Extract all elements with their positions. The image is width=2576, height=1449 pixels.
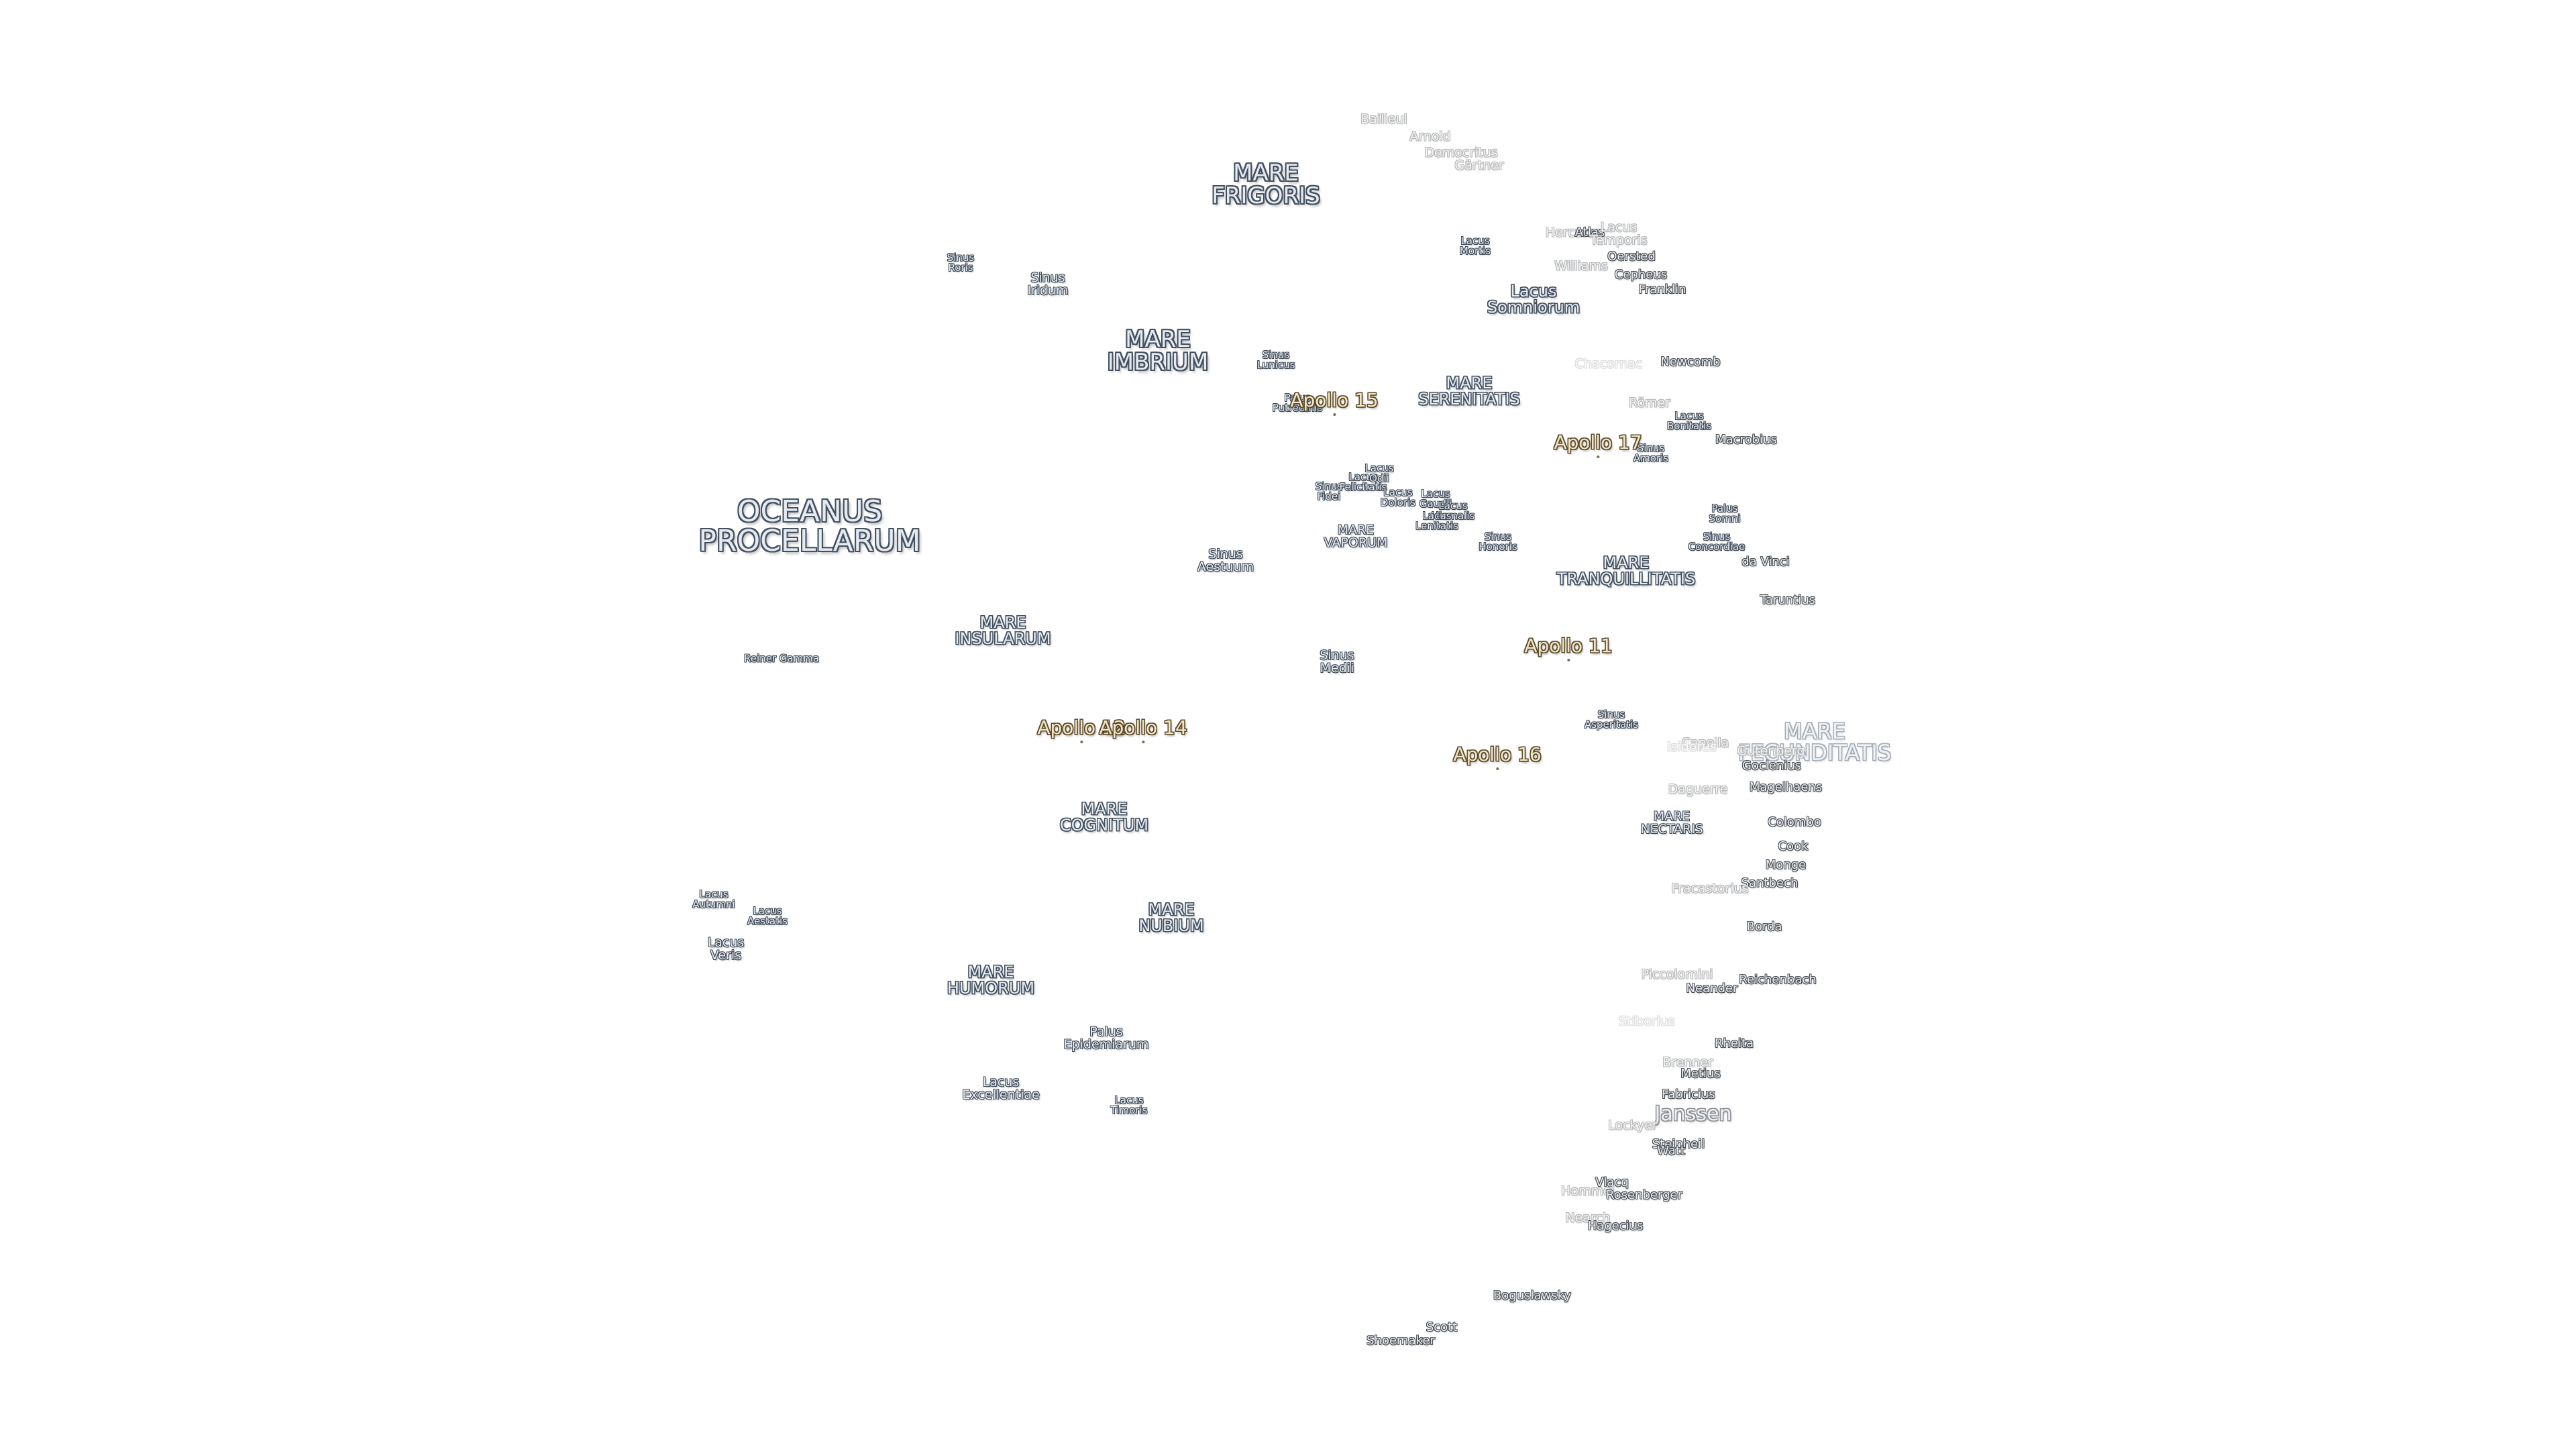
- label-crater-reichenbach: Reichenbach: [1739, 973, 1817, 987]
- label-crater-piccolomini: Piccolomini: [1641, 967, 1713, 982]
- label-crater-gartner: Gärtner: [1454, 158, 1504, 173]
- label-mare-humorum: MARE HUMORUM: [947, 963, 1035, 998]
- label-oceanus-procellarum: OCEANUS PROCELLARUM: [698, 494, 921, 558]
- label-palus-epidemiarum: Palus Epidemiarum: [1063, 1024, 1149, 1052]
- label-crater-chacornac: Chacornac: [1574, 356, 1643, 372]
- label-mare-nubium: MARE NUBIUM: [1138, 900, 1204, 935]
- label-crater-watt: Watt: [1657, 1144, 1685, 1158]
- label-sinus-iridum: Sinus Iridum: [1027, 270, 1069, 298]
- label-crater-stiborius: Stiborius: [1619, 1014, 1675, 1029]
- label-reiner-gamma: Reiner Gamma: [743, 652, 820, 665]
- label-lacus-hiemalis: Lacus Hiemalis: [1431, 500, 1475, 522]
- label-crater-macrobius: Macrobius: [1715, 433, 1777, 447]
- label-lacus-doloris: Lacus Doloris: [1380, 486, 1416, 508]
- label-lacus-lenitatis: Lacus Lenitatis: [1415, 510, 1458, 532]
- label-lacus-autumni: Lacus Autumni: [692, 888, 735, 910]
- label-crater-hercules: Hercules: [1545, 225, 1601, 240]
- label-apollo-16: Apollo 16: [1453, 743, 1542, 770]
- label-sinus-concordiae: Sinus Concordiae: [1688, 531, 1746, 553]
- label-crater-rheita: Rheita: [1714, 1036, 1754, 1051]
- label-lacus-somniorum: Lacus Somniorum: [1487, 282, 1580, 317]
- label-sinus-amoris: Sinus Amoris: [1633, 442, 1669, 464]
- label-sinus-fidei: Sinus Fidei: [1315, 480, 1343, 502]
- label-apollo-17: Apollo 17: [1554, 431, 1642, 458]
- label-mare-cognitum: MARE COGNITUM: [1059, 800, 1149, 835]
- label-crater-fabricius: Fabricius: [1662, 1087, 1715, 1102]
- label-crater-brenner: Brenner: [1662, 1055, 1713, 1070]
- label-crater-neander: Neander: [1686, 981, 1738, 996]
- label-sinus-aestuum: Sinus Aestuum: [1197, 547, 1254, 574]
- label-crater-capella: Capella: [1681, 735, 1729, 751]
- label-crater-cepheus: Cepheus: [1614, 268, 1668, 282]
- label-lacus-excellentiae: Lacus Excellentiae: [962, 1075, 1040, 1102]
- label-crater-romer: Römer: [1629, 395, 1670, 411]
- label-crater-gutenberg: Gutenberg: [1737, 743, 1805, 759]
- label-crater-scott: Scott: [1426, 1320, 1458, 1334]
- label-palus-somni: Palus Somni: [1709, 502, 1741, 525]
- label-mare-imbrium: MARE IMBRIUM: [1107, 326, 1209, 376]
- label-crater-steinheil: Steinheil: [1652, 1137, 1705, 1151]
- label-mare-frigoris: MARE FRIGORIS: [1212, 160, 1320, 209]
- label-crater-monge: Monge: [1765, 858, 1807, 872]
- label-crater-boguslawsky: Boguslawsky: [1493, 1289, 1572, 1303]
- label-crater-atlas: Atlas: [1574, 225, 1605, 239]
- label-lacus-temporis: Lacus Temporis: [1590, 220, 1648, 248]
- label-mare-nectaris: MARE NECTARIS: [1640, 809, 1703, 837]
- label-lacus-mortis: Lacus Mortis: [1459, 235, 1491, 257]
- label-crater-newcomb: Newcomb: [1660, 355, 1721, 369]
- label-apollo-14: Apollo 14: [1099, 716, 1187, 743]
- label-crater-arnold: Arnold: [1409, 129, 1451, 144]
- label-sinus-medii: Sinus Medii: [1320, 648, 1354, 676]
- label-crater-bailleul: Bailleul: [1360, 111, 1407, 127]
- label-lacus-veris: Lacus Veris: [707, 935, 745, 963]
- label-mare-serenitatis: MARE SERENITATIS: [1418, 374, 1520, 409]
- label-apollo-11: Apollo 11: [1524, 635, 1613, 661]
- label-crater-da-vinci: da Vinci: [1741, 555, 1790, 569]
- label-crater-lockyer: Lockyer: [1608, 1118, 1658, 1133]
- label-mare-vaporum: MARE VAPORUM: [1324, 523, 1388, 550]
- label-crater-oersted: Oersted: [1607, 250, 1656, 264]
- label-crater-rosenberger: Rosenberger: [1605, 1188, 1683, 1202]
- label-crater-goclenius: Goclenius: [1741, 759, 1802, 773]
- label-crater-shoemaker: Shoemaker: [1366, 1334, 1435, 1348]
- label-crater-janssen: Janssen: [1654, 1102, 1732, 1126]
- label-mare-fecunditatis: MARE FECUNDITATIS: [1737, 718, 1892, 765]
- label-lacus-bonitatis: Lacus Bonitatis: [1666, 410, 1712, 432]
- label-crater-taruntius: Taruntius: [1760, 593, 1816, 607]
- label-apollo-12: Apollo 12: [1037, 716, 1126, 743]
- label-sinus-roris: Sinus Roris: [947, 252, 975, 274]
- label-crater-vlacq: Vlacq: [1595, 1175, 1629, 1189]
- label-sinus-honoris: Sinus Honoris: [1479, 531, 1517, 553]
- label-crater-cook: Cook: [1778, 839, 1809, 853]
- label-crater-santbech: Santbech: [1741, 876, 1799, 890]
- label-crater-isidorus: Isidorus: [1666, 739, 1717, 755]
- label-lacus-odii: Lacus Odii: [1364, 462, 1394, 484]
- label-crater-hommel: Hommel: [1561, 1183, 1615, 1199]
- label-crater-borda: Borda: [1746, 920, 1782, 934]
- label-crater-daguerre: Daguerre: [1668, 782, 1728, 797]
- label-mare-insularum: MARE INSULARUM: [955, 613, 1051, 648]
- label-lacus-timoris: Lacus Timoris: [1110, 1094, 1148, 1116]
- label-lacus-gaudii: Lacus Gaudii: [1419, 488, 1452, 510]
- label-crater-nearch: Nearch: [1565, 1210, 1611, 1226]
- label-sinus-asperitatis: Sinus Asperitatis: [1584, 708, 1639, 731]
- label-palus-putredinis: Palus Putredinis: [1272, 392, 1323, 414]
- label-sinus-lunicus: Sinus Lunicus: [1256, 349, 1295, 371]
- label-crater-fracastorius: Fracastorius: [1671, 881, 1749, 896]
- label-lacus-aestatis: Lacus Aestatis: [747, 905, 788, 927]
- label-mare-tranquillitatis: MARE TRANQUILLITATIS: [1556, 553, 1696, 588]
- label-crater-hagecius: Hagecius: [1587, 1219, 1644, 1233]
- label-crater-magelhaens: Magelhaens: [1749, 780, 1823, 794]
- label-crater-williams: Williams: [1554, 258, 1608, 274]
- label-lacus-felicitatis: Lacus Felicitatis: [1339, 471, 1387, 493]
- label-crater-democritus: Democritus: [1424, 145, 1498, 160]
- label-crater-metius: Metius: [1680, 1067, 1721, 1081]
- label-crater-franklin: Franklin: [1638, 282, 1686, 297]
- label-crater-colombo: Colombo: [1768, 815, 1821, 829]
- label-apollo-15: Apollo 15: [1290, 389, 1379, 416]
